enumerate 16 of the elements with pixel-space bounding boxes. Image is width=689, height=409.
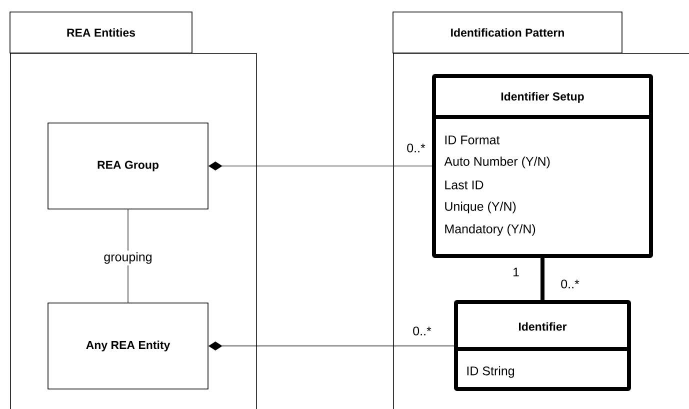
class-box: Any REA Entity bbox=[48, 302, 208, 390]
multiplicity-label: 1 bbox=[513, 268, 519, 276]
edge-label: grouping bbox=[104, 252, 152, 264]
attribute-text: ID Format bbox=[445, 136, 500, 144]
edge-label: 0..* bbox=[407, 144, 426, 152]
attribute-text: Unique (Y/N) bbox=[445, 202, 516, 214]
connector-line bbox=[540, 258, 544, 300]
attribute-text: Mandatory (Y/N) bbox=[445, 224, 536, 236]
edge-label: 0..* bbox=[413, 326, 432, 336]
class-box: REA Group bbox=[48, 122, 208, 210]
node-label: REA Entities bbox=[67, 28, 136, 37]
node-label: Identification Pattern bbox=[451, 28, 564, 37]
attribute-text: Last ID bbox=[445, 180, 484, 190]
multiplicity-label: 0..* bbox=[561, 280, 580, 288]
attribute-text: Auto Number (Y/N) bbox=[444, 156, 550, 168]
attribute-text: ID String bbox=[467, 366, 514, 378]
